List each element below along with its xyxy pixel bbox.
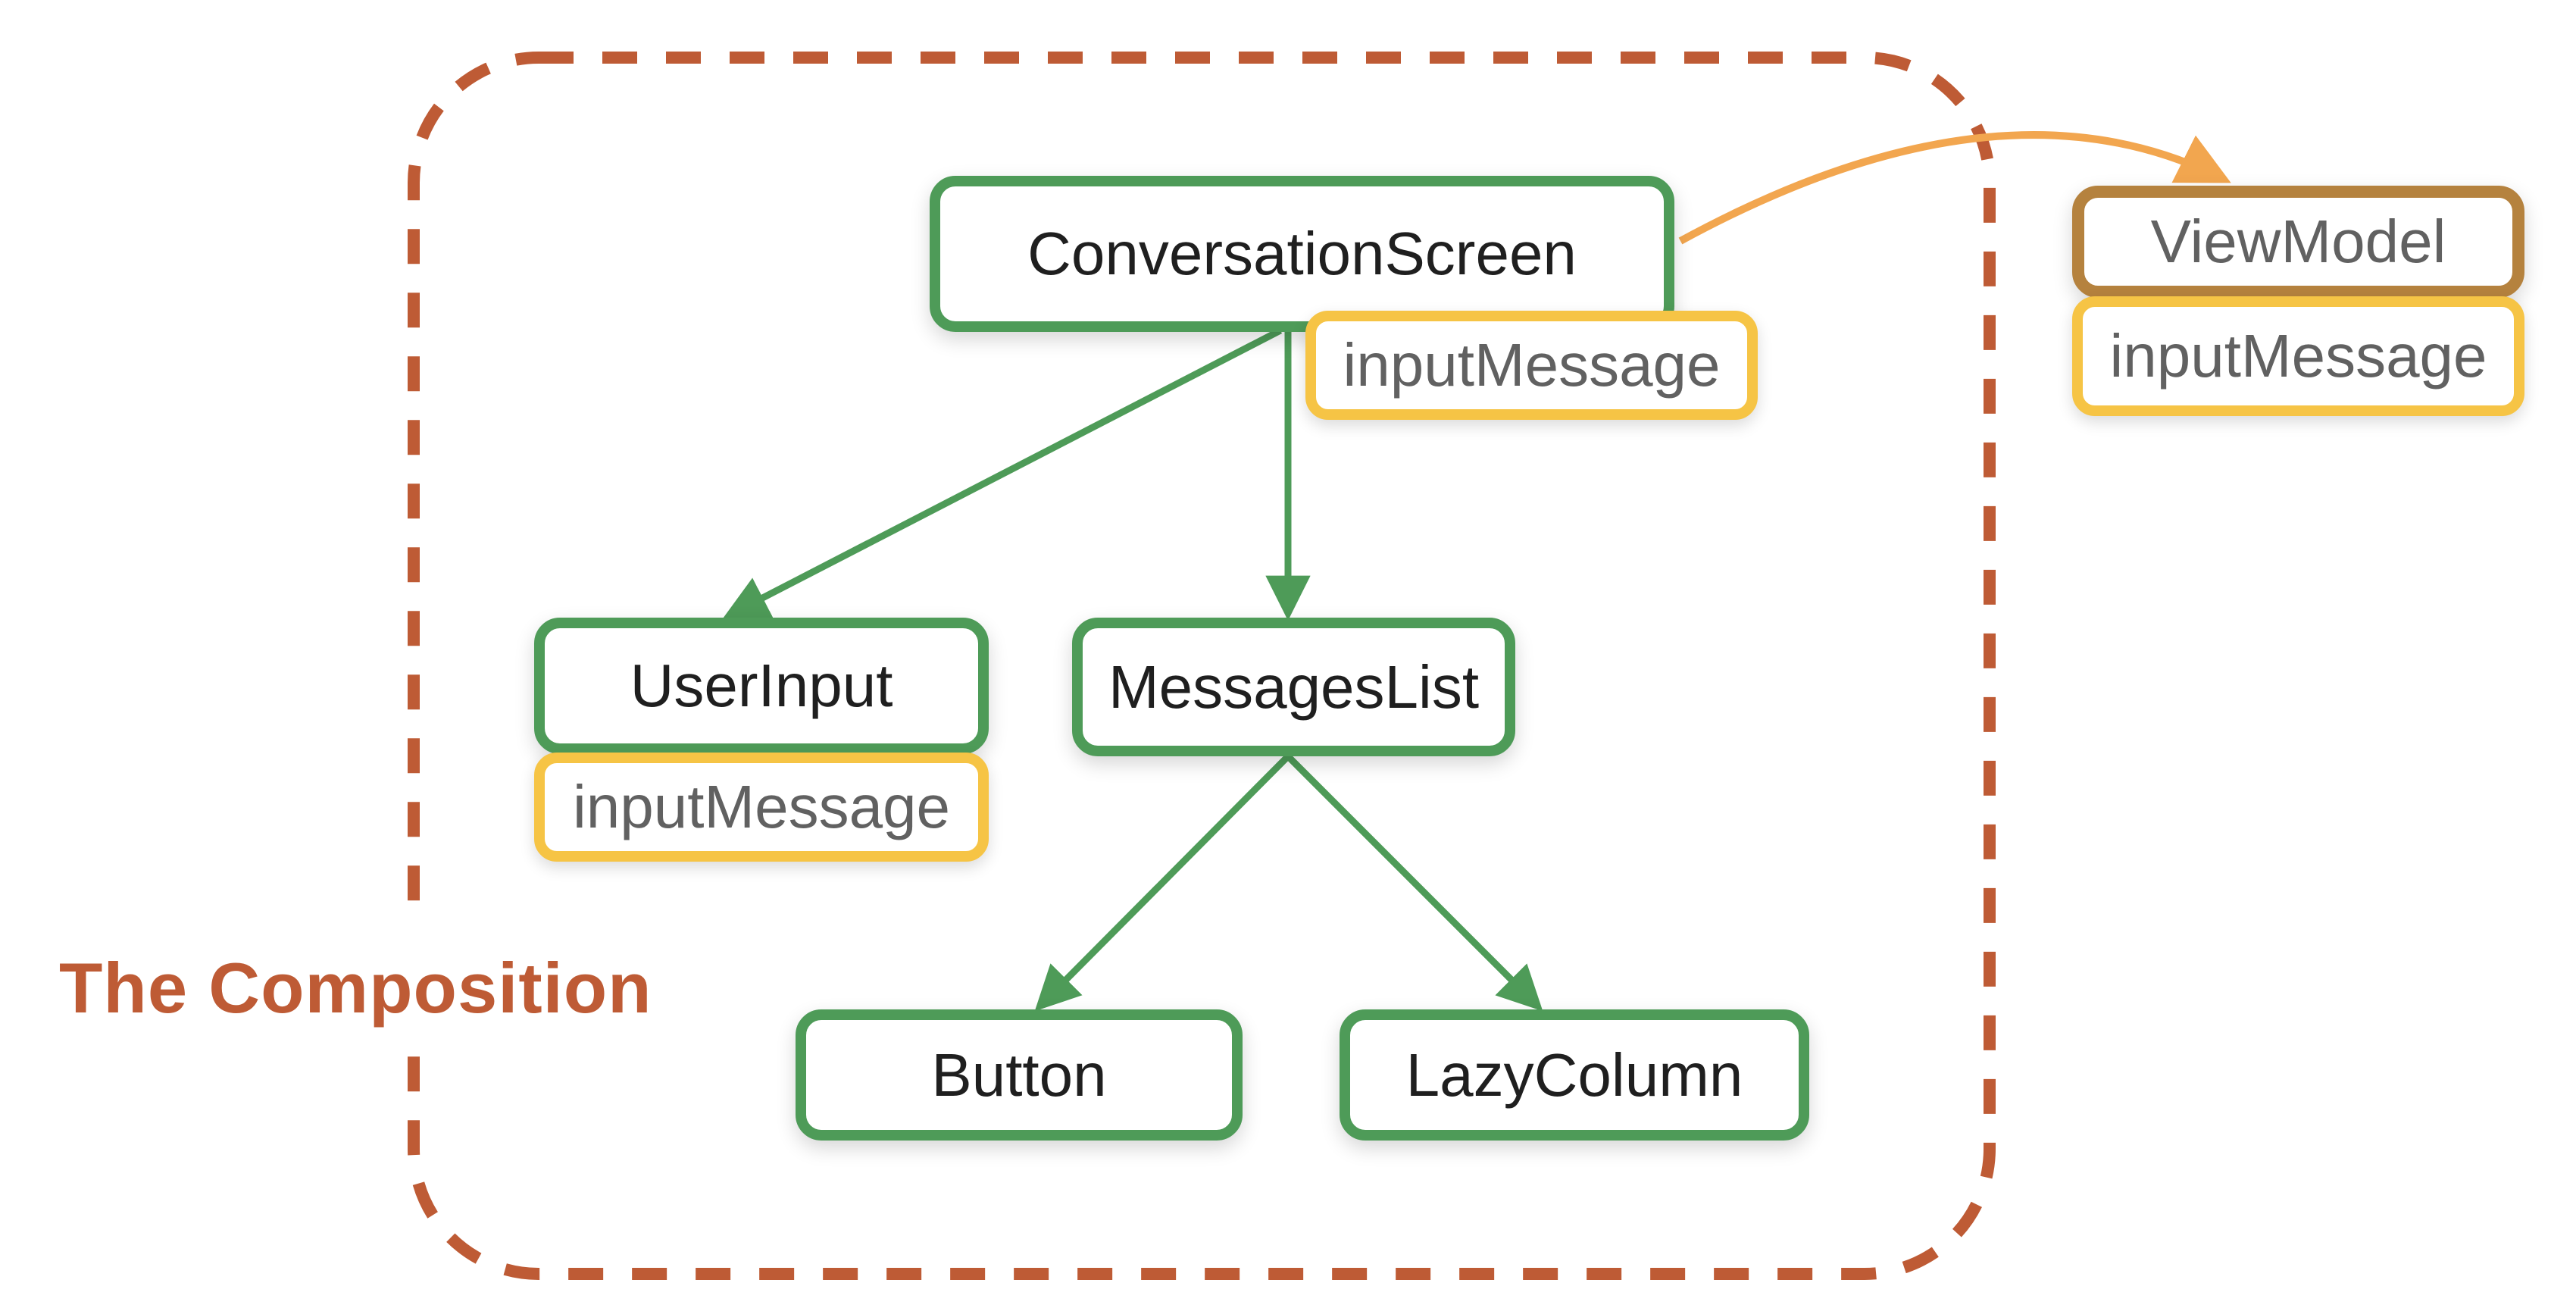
edge-messageslist-button <box>1034 753 1291 1012</box>
node-user-input: UserInput <box>534 618 989 754</box>
diagram-title: The Composition <box>29 926 683 1050</box>
arrow-conversationscreen-viewmodel <box>1678 131 2231 245</box>
badge-user-input-message: inputMessage <box>534 753 989 862</box>
badge-view-model-input-message-label: inputMessage <box>2109 322 2487 390</box>
node-conversation-screen-label: ConversationScreen <box>1027 220 1577 287</box>
node-conversation-screen: ConversationScreen <box>930 176 1674 332</box>
badge-view-model-input-message: inputMessage <box>2072 296 2524 416</box>
composition-boundary <box>408 52 1996 1280</box>
edge-conversationscreen-userinput <box>723 327 1283 619</box>
node-lazy-column: LazyColumn <box>1340 1009 1809 1141</box>
node-view-model: ViewModel <box>2072 186 2524 298</box>
node-messages-list-label: MessagesList <box>1108 652 1480 721</box>
node-messages-list: MessagesList <box>1072 618 1515 756</box>
badge-user-input-message-label: inputMessage <box>572 773 951 840</box>
node-button: Button <box>796 1009 1243 1141</box>
edge-messageslist-lazycolumn <box>1285 753 1543 1012</box>
node-view-model-label: ViewModel <box>2150 208 2446 275</box>
badge-conversation-input-message-label: inputMessage <box>1343 331 1721 399</box>
badge-conversation-input-message: inputMessage <box>1305 311 1758 420</box>
node-button-label: Button <box>931 1040 1107 1109</box>
node-user-input-label: UserInput <box>630 652 893 719</box>
node-lazy-column-label: LazyColumn <box>1405 1040 1743 1109</box>
